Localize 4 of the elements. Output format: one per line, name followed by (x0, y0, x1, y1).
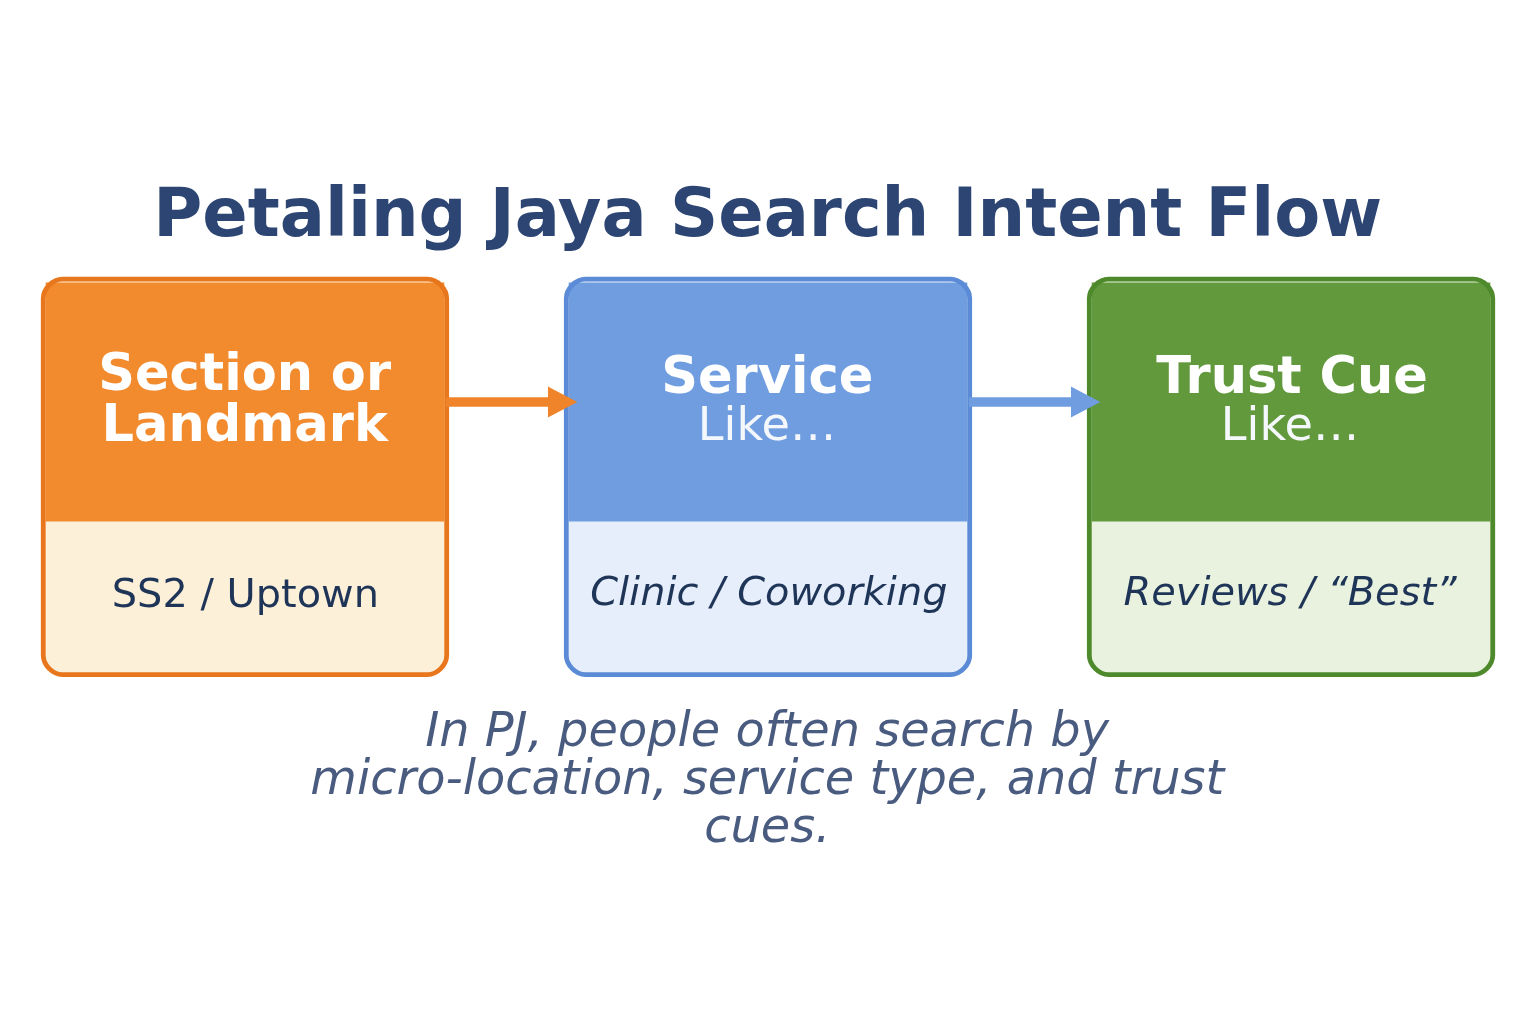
arrow (968, 386, 1101, 418)
caption: In PJ, people often search by micro-location, service type, and trust cues. (310, 702, 1225, 854)
diagram-title: Petaling Jaya Search Intent Flow (153, 173, 1383, 252)
arrow (445, 386, 578, 418)
